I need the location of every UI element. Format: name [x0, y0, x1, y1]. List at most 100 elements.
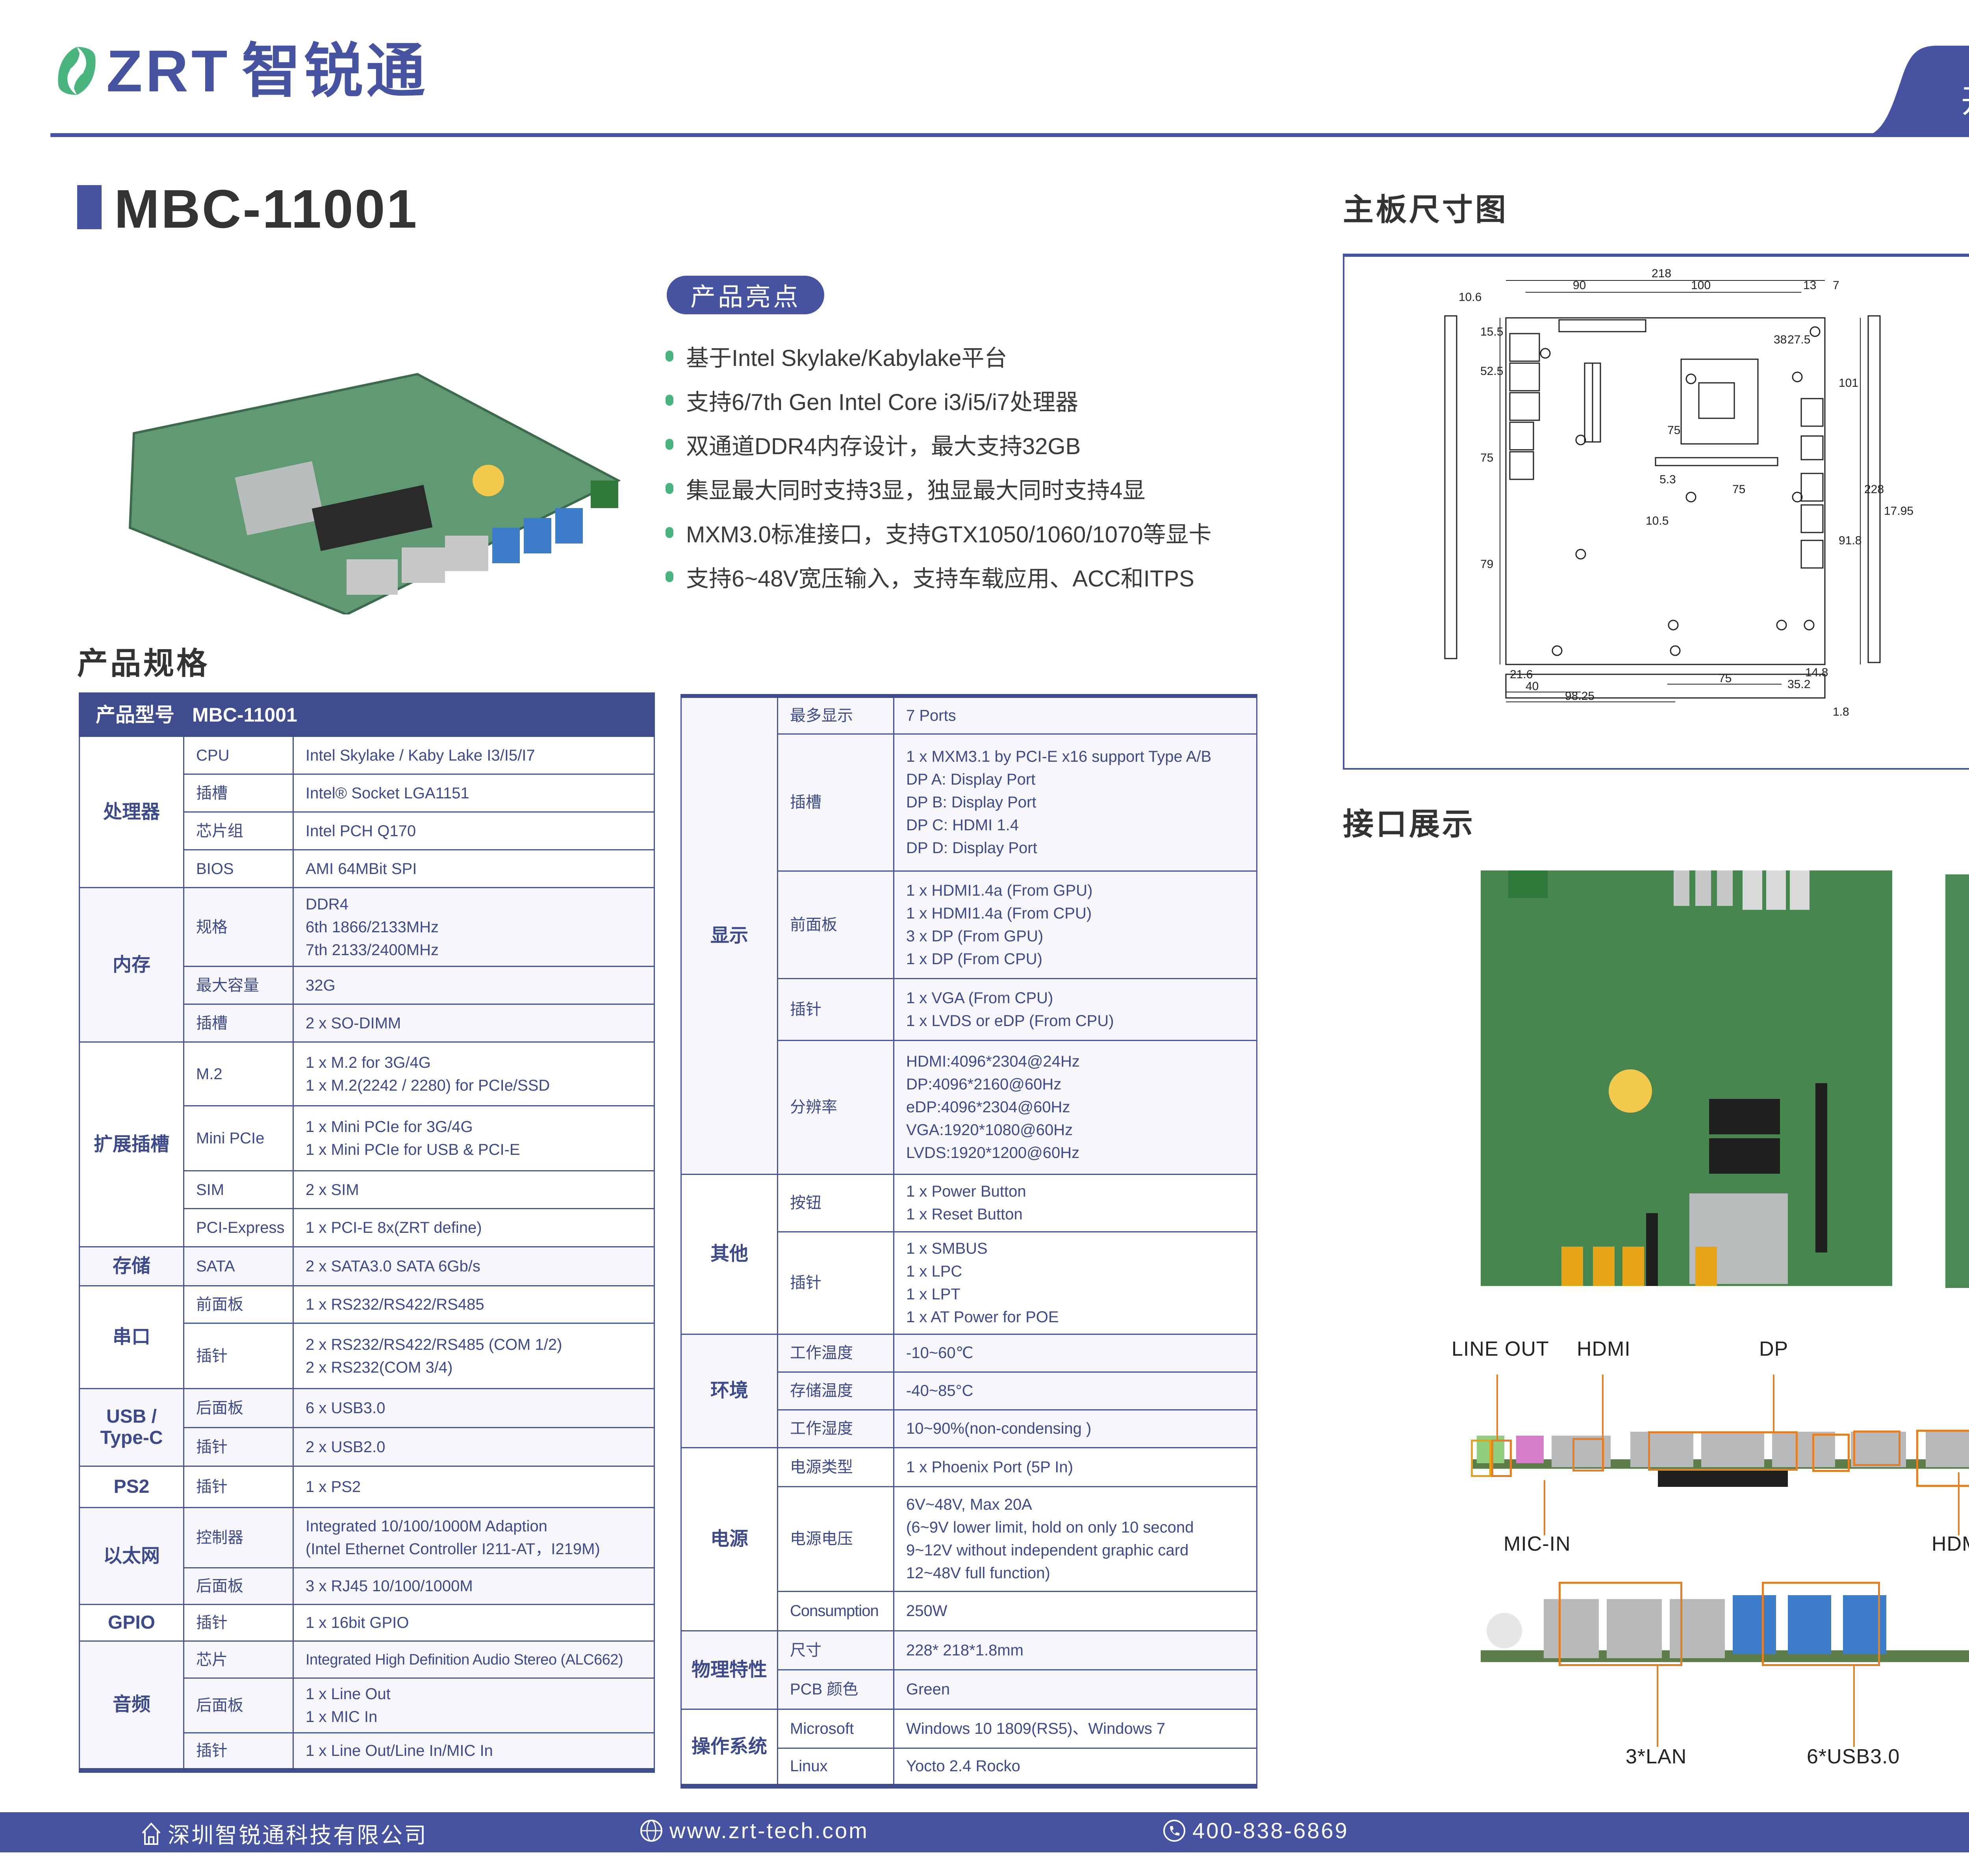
- board-side-front-photo: [1473, 1432, 1969, 1487]
- svg-text:10.5: 10.5: [1646, 514, 1669, 527]
- svg-text:5.3: 5.3: [1659, 473, 1676, 486]
- svg-text:75: 75: [1719, 672, 1732, 685]
- bullet-icon: [666, 483, 673, 494]
- bullet-icon: [666, 439, 673, 450]
- highlight-item: 基于Intel Skylake/Kabylake平台: [666, 334, 1211, 378]
- category-cell: 显示: [680, 695, 778, 1175]
- hdmi-rear-highlight: [1812, 1434, 1850, 1472]
- svg-text:14.8: 14.8: [1805, 666, 1828, 679]
- port-label-lan: 3*LAN: [1626, 1745, 1687, 1768]
- logo-mark-icon: [55, 45, 98, 96]
- svg-text:75: 75: [1480, 451, 1493, 464]
- hdmi-front-highlight: [1572, 1438, 1604, 1471]
- highlight-item: 双通道DDR4内存设计，最大支持32GB: [666, 422, 1211, 466]
- globe-icon: [640, 1819, 662, 1842]
- svg-text:1.8: 1.8: [1833, 705, 1849, 718]
- svg-text:13: 13: [1803, 279, 1816, 292]
- home-icon: [142, 1822, 161, 1845]
- category-cell: 音频: [79, 1640, 184, 1771]
- slogan-text: 开创AI医疗新高度·让生命更精彩: [1961, 75, 1969, 122]
- bullet-icon: [666, 527, 673, 538]
- svg-text:100: 100: [1691, 279, 1711, 292]
- product-photo: [128, 373, 621, 614]
- svg-text:218: 218: [1652, 267, 1671, 280]
- svg-text:7: 7: [1833, 279, 1839, 292]
- highlight-item: 支持6~48V宽压输入，支持车载应用、ACC和ITPS: [666, 555, 1211, 599]
- page-title: MBC-11001: [114, 179, 419, 239]
- mic-in-highlight: [1491, 1440, 1512, 1477]
- usb-highlight: [1762, 1582, 1880, 1666]
- table-row: 存储温度-40~85°C: [681, 1371, 1257, 1410]
- category-cell: 以太网: [79, 1507, 184, 1605]
- svg-text:91.8: 91.8: [1839, 534, 1861, 547]
- brand-latin: ZRT: [106, 38, 231, 104]
- footer-bar: [0, 1812, 1969, 1852]
- svg-text:90: 90: [1573, 279, 1586, 292]
- svg-text:98.25: 98.25: [1565, 690, 1594, 703]
- line-out-highlight: [1471, 1440, 1491, 1477]
- category-cell: 处理器: [79, 736, 184, 888]
- category-cell: 串口: [79, 1285, 184, 1389]
- model-value: MBC-11001: [183, 692, 655, 737]
- highlight-item: MXM3.0标准接口，支持GTX1050/1060/1070等显卡: [666, 510, 1211, 555]
- svg-text:10.6: 10.6: [1459, 291, 1481, 304]
- com-highlight: [1916, 1430, 1969, 1487]
- category-cell: 其他: [680, 1173, 778, 1335]
- svg-text:75: 75: [1732, 483, 1745, 496]
- svg-text:52.5: 52.5: [1480, 365, 1503, 378]
- brand-logo: ZRT 智锐通: [55, 38, 428, 104]
- dimension-drawing: 218 90 100 13 7 10.6 15.5 52.5 75 79 38 …: [1444, 267, 1913, 718]
- footer-website[interactable]: www.zrt-tech.com: [639, 1818, 869, 1843]
- port-label-usb: 6*USB3.0: [1807, 1745, 1900, 1768]
- svg-text:35.2: 35.2: [1787, 678, 1810, 691]
- category-cell: PS2: [79, 1466, 184, 1508]
- spec-section-title: 产品规格: [77, 646, 210, 681]
- svg-text:17.95: 17.95: [1884, 505, 1913, 518]
- svg-text:75: 75: [1667, 424, 1680, 437]
- header-divider: [50, 133, 1969, 137]
- brand-cn: 智锐通: [241, 38, 428, 104]
- port-label-hdmi: HDMI: [1932, 1533, 1969, 1555]
- category-cell: 操作系统: [680, 1708, 778, 1787]
- lan-highlight: [1559, 1582, 1682, 1666]
- dimension-drawing-frame: 218 90 100 13 7 10.6 15.5 52.5 75 79 38 …: [1343, 254, 1969, 770]
- footer-phone[interactable]: 400-838-6869: [1162, 1818, 1349, 1843]
- category-cell: 环境: [680, 1333, 778, 1448]
- bullet-icon: [666, 395, 673, 406]
- category-cell: 物理特性: [680, 1630, 778, 1710]
- svg-text:15.5: 15.5: [1480, 325, 1503, 338]
- dimension-section-title: 主板尺寸图: [1343, 192, 1509, 227]
- port-label-line-out: LINE OUT: [1452, 1338, 1549, 1360]
- category-cell: 内存: [79, 887, 184, 1043]
- footer-company: 深圳智锐通科技有限公司: [140, 1818, 428, 1850]
- slogan-banner: [1859, 46, 1969, 137]
- category-cell: 存储: [79, 1246, 184, 1286]
- dp-group-highlight: [1648, 1431, 1798, 1471]
- title-accent-bar: [77, 185, 102, 229]
